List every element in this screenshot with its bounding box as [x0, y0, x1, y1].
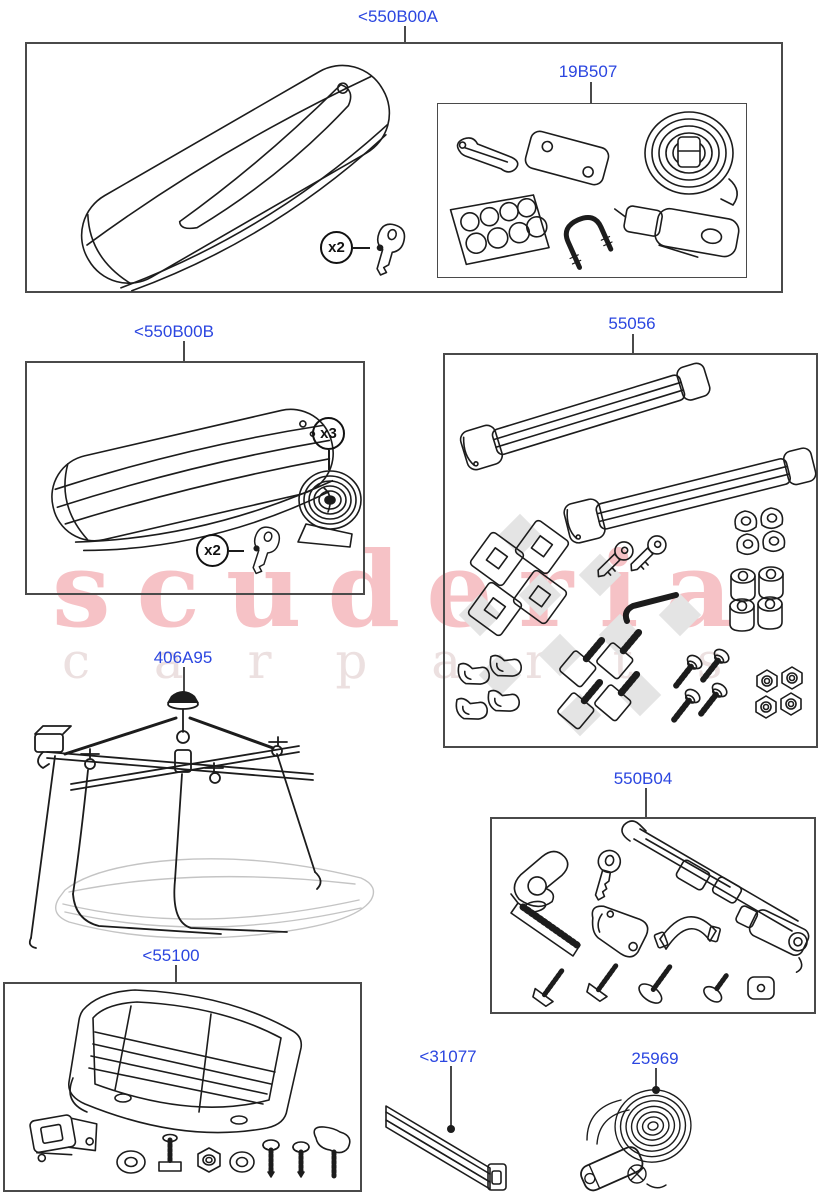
quantity-badge-label: x3 [320, 425, 337, 442]
part-label-19B507[interactable]: 19B507 [558, 62, 618, 81]
rail-drawing [385, 1105, 507, 1191]
allen-key [622, 592, 679, 624]
screw [292, 1141, 310, 1178]
badge-connector [352, 247, 370, 249]
hoist-bracket [34, 733, 64, 753]
part-label-55056[interactable]: 55056 [608, 314, 656, 333]
kit-box-19B507 [437, 103, 747, 278]
strap-coil [644, 111, 738, 206]
leader-550B00B [183, 341, 185, 361]
wing-knob [313, 1126, 351, 1179]
key-b-drawing [252, 526, 281, 575]
mount-bracket [591, 905, 649, 958]
leader-31077 [450, 1066, 452, 1127]
ratchet-strap-drawing [580, 1089, 692, 1192]
t-bolt [158, 1133, 182, 1172]
ski-carrier-bar [459, 362, 711, 471]
t-bolt [532, 968, 565, 1008]
part-label-550B00B[interactable]: <550B00B [134, 322, 214, 341]
hoist-strap [30, 755, 56, 939]
ghost-roof-box [55, 858, 375, 939]
lock-nuts [755, 666, 803, 719]
key-a-drawing [376, 223, 406, 276]
kit-box-55056 [443, 353, 818, 748]
washer [116, 1150, 146, 1174]
bolts [671, 648, 730, 723]
kit-box-550B00A [25, 42, 783, 293]
part-label-25969[interactable]: 25969 [631, 1049, 679, 1068]
part-label-406A95[interactable]: 406A95 [153, 648, 213, 667]
spacer-block [747, 976, 775, 1000]
key [594, 849, 622, 901]
sticker-sheet [449, 194, 550, 266]
leader-25969 [655, 1068, 657, 1088]
spacers [729, 566, 784, 632]
ski-carrier-kit-drawing [455, 362, 817, 730]
textured-strap [510, 893, 581, 957]
fitting-kit-19B507-drawing [449, 111, 740, 270]
leader-dot [652, 1086, 660, 1094]
ski-carrier-bar [563, 447, 817, 544]
arch-handle [653, 915, 721, 950]
leader-55100 [175, 965, 177, 982]
part-label-550B00A[interactable]: <550B00A [358, 7, 438, 26]
leader-55056 [632, 334, 634, 353]
badge-connector [228, 550, 244, 552]
storage-hoist-drawing [28, 691, 375, 949]
badge-connector-vertical [328, 450, 330, 470]
ratchet-gear [627, 1164, 647, 1184]
luggage-carrier-drawing [29, 989, 351, 1179]
mounting-plate [524, 130, 610, 186]
u-bolt [563, 214, 614, 270]
quantity-badge-label: x2 [204, 542, 221, 559]
strap-kit-drawing [510, 820, 810, 1008]
ratchet-handle [580, 1146, 644, 1192]
stud-bolt [638, 964, 673, 1004]
part-label-31077[interactable]: <31077 [419, 1047, 477, 1066]
thumb-screws [557, 628, 643, 730]
lock-clamp [513, 850, 569, 913]
part-label-550B04[interactable]: 550B04 [613, 769, 673, 788]
kit-box-550B00B [25, 361, 365, 595]
keys-pair [597, 535, 667, 578]
ratchet-strap-assembly [621, 820, 810, 973]
lock-nut [197, 1147, 221, 1173]
kit-box-550B04 [490, 817, 816, 1014]
rubber-pads [467, 519, 570, 637]
end-caps [734, 507, 786, 556]
strap-coil [614, 1089, 692, 1163]
knob-bolt [703, 973, 729, 1003]
ratchet-buckle [613, 205, 740, 258]
clips [455, 654, 522, 720]
grommet [229, 1151, 255, 1173]
quantity-badge-keys-a: x2 [320, 231, 353, 264]
leader-406A95 [183, 667, 185, 696]
quantity-badge-keys-b: x2 [196, 534, 229, 567]
quantity-badge-label: x2 [328, 239, 345, 256]
bracket-tool [456, 137, 519, 173]
t-bolt [586, 963, 619, 1003]
roof-box-a-drawing [80, 64, 391, 292]
quantity-badge-tape: x3 [312, 417, 345, 450]
fixing-bracket [29, 1114, 98, 1163]
screw [262, 1139, 280, 1178]
leader-550B04 [645, 788, 647, 817]
tape-roll-drawing [297, 470, 362, 548]
leader-19B507 [590, 82, 592, 103]
leader-dot [447, 1125, 455, 1133]
leader-550B00A [404, 26, 406, 43]
kit-box-55100 [3, 982, 362, 1192]
luggage-basket [68, 989, 303, 1134]
part-label-55100[interactable]: <55100 [142, 946, 200, 965]
